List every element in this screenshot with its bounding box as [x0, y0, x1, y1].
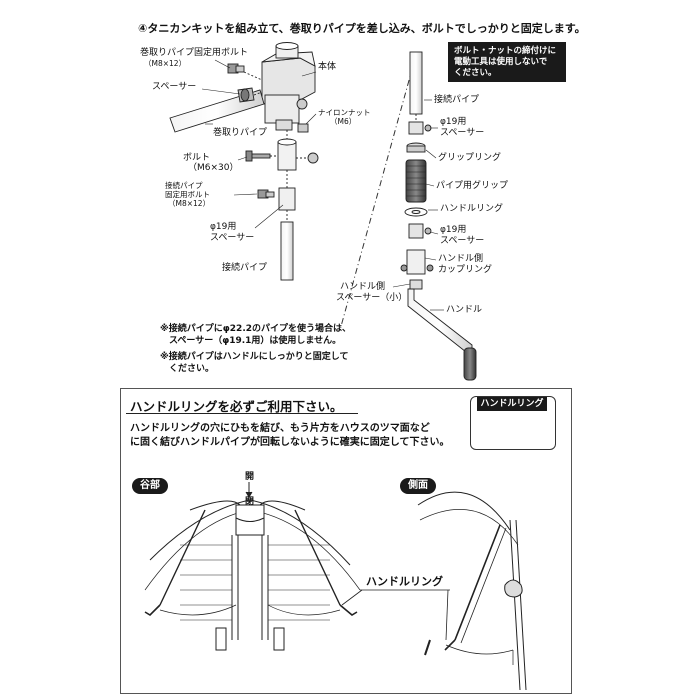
ring-callout-leader — [341, 589, 450, 641]
note-line-4: ください。 — [160, 364, 215, 374]
label-nylon-nut: ナイロンナット — [318, 108, 371, 117]
valley-diagram — [144, 482, 361, 651]
warning-line-3: ください。 — [454, 68, 497, 78]
label-body: 本体 — [318, 62, 337, 72]
left-assembly — [169, 42, 319, 281]
warning-box: ボルト・ナットの締付けに 電動工具は使用しないで ください。 — [448, 42, 566, 82]
label-bolt: ボルト — [183, 153, 211, 163]
label-handle: ハンドル — [446, 305, 483, 315]
ring-callout: ハンドルリング — [366, 575, 443, 588]
title-underline — [126, 413, 358, 414]
label-spacer19-line1: φ19用 — [210, 222, 237, 232]
label-pipe-grip: パイプ用グリップ — [436, 181, 509, 191]
side-pill: 側面 — [400, 478, 436, 494]
handle-ring-badge-title: ハンドルリング — [477, 397, 547, 411]
note-line-2: スペーサー（φ19.1用）は使用しません。 — [160, 336, 342, 346]
label-conn-pipe-right: 接続パイプ — [434, 95, 480, 105]
label-reel-bolt: 巻取りパイプ固定用ボルト — [140, 48, 249, 58]
note-line-3: ※接続パイプはハンドルにしっかりと固定して — [160, 352, 349, 362]
side-diagram — [417, 491, 527, 691]
label-spacer19b-line2: スペーサー — [440, 236, 485, 246]
body-line-2: に固く結びハンドルパイプが回転しないように確実に固定して下さい。 — [130, 437, 450, 448]
label-spacer19b-line1: φ19用 — [440, 225, 467, 235]
label-conn-bolt-line2: 固定用ボルト — [165, 190, 210, 199]
close-label: 閉 — [245, 497, 255, 507]
warning-line-1: ボルト・ナットの締付けに — [454, 46, 557, 56]
open-label: 開 — [245, 472, 255, 482]
body-line-1: ハンドルリングの穴にひもを結び、もう片方をハウスのツマ面など — [130, 423, 430, 434]
label-nylon-nut-spec: （M6） — [330, 117, 357, 126]
handle-ring-badge: ハンドルリング — [470, 396, 556, 450]
label-handle-coupling-line2: カップリング — [438, 265, 493, 275]
label-spacer19-line2: スペーサー — [210, 233, 255, 243]
label-conn-bolt-line1: 接続パイプ — [165, 181, 203, 190]
label-spacer19a-line1: φ19用 — [440, 117, 467, 127]
handle-ring-title: ハンドルリングを必ずご利用下さい。 — [130, 399, 343, 414]
label-spacer: スペーサー — [152, 82, 197, 92]
label-spacer19a-line2: スペーサー — [440, 128, 485, 138]
label-reel-bolt-spec: （M8×12） — [144, 59, 187, 68]
right-assembly — [400, 51, 477, 381]
label-conn-bolt-spec: （M8×12） — [168, 199, 211, 208]
note-line-1: ※接続パイプにφ22.2のパイプを使う場合は、 — [160, 324, 351, 334]
label-handle-coupling-line1: ハンドル側 — [438, 254, 484, 264]
label-conn-pipe-left: 接続パイプ — [222, 263, 268, 273]
handle-ring-section — [120, 388, 572, 694]
divider-line — [339, 54, 417, 331]
warning-line-2: 電動工具は使用しないで — [454, 57, 548, 67]
label-handle-ring: ハンドルリング — [440, 204, 504, 214]
step-title: ④タニカンキットを組み立て、巻取りパイプを差し込み、ボルトでしっかりと固定します… — [138, 22, 586, 35]
label-reel-pipe: 巻取りパイプ — [213, 128, 268, 138]
label-handle-spacer-line2: スペーサー（小） — [336, 293, 408, 303]
label-grip-ring: グリップリング — [438, 153, 502, 163]
label-handle-spacer-line1: ハンドル側 — [340, 282, 386, 292]
label-bolt-spec: （M6×30） — [188, 163, 239, 173]
valley-pill: 谷部 — [132, 478, 168, 494]
